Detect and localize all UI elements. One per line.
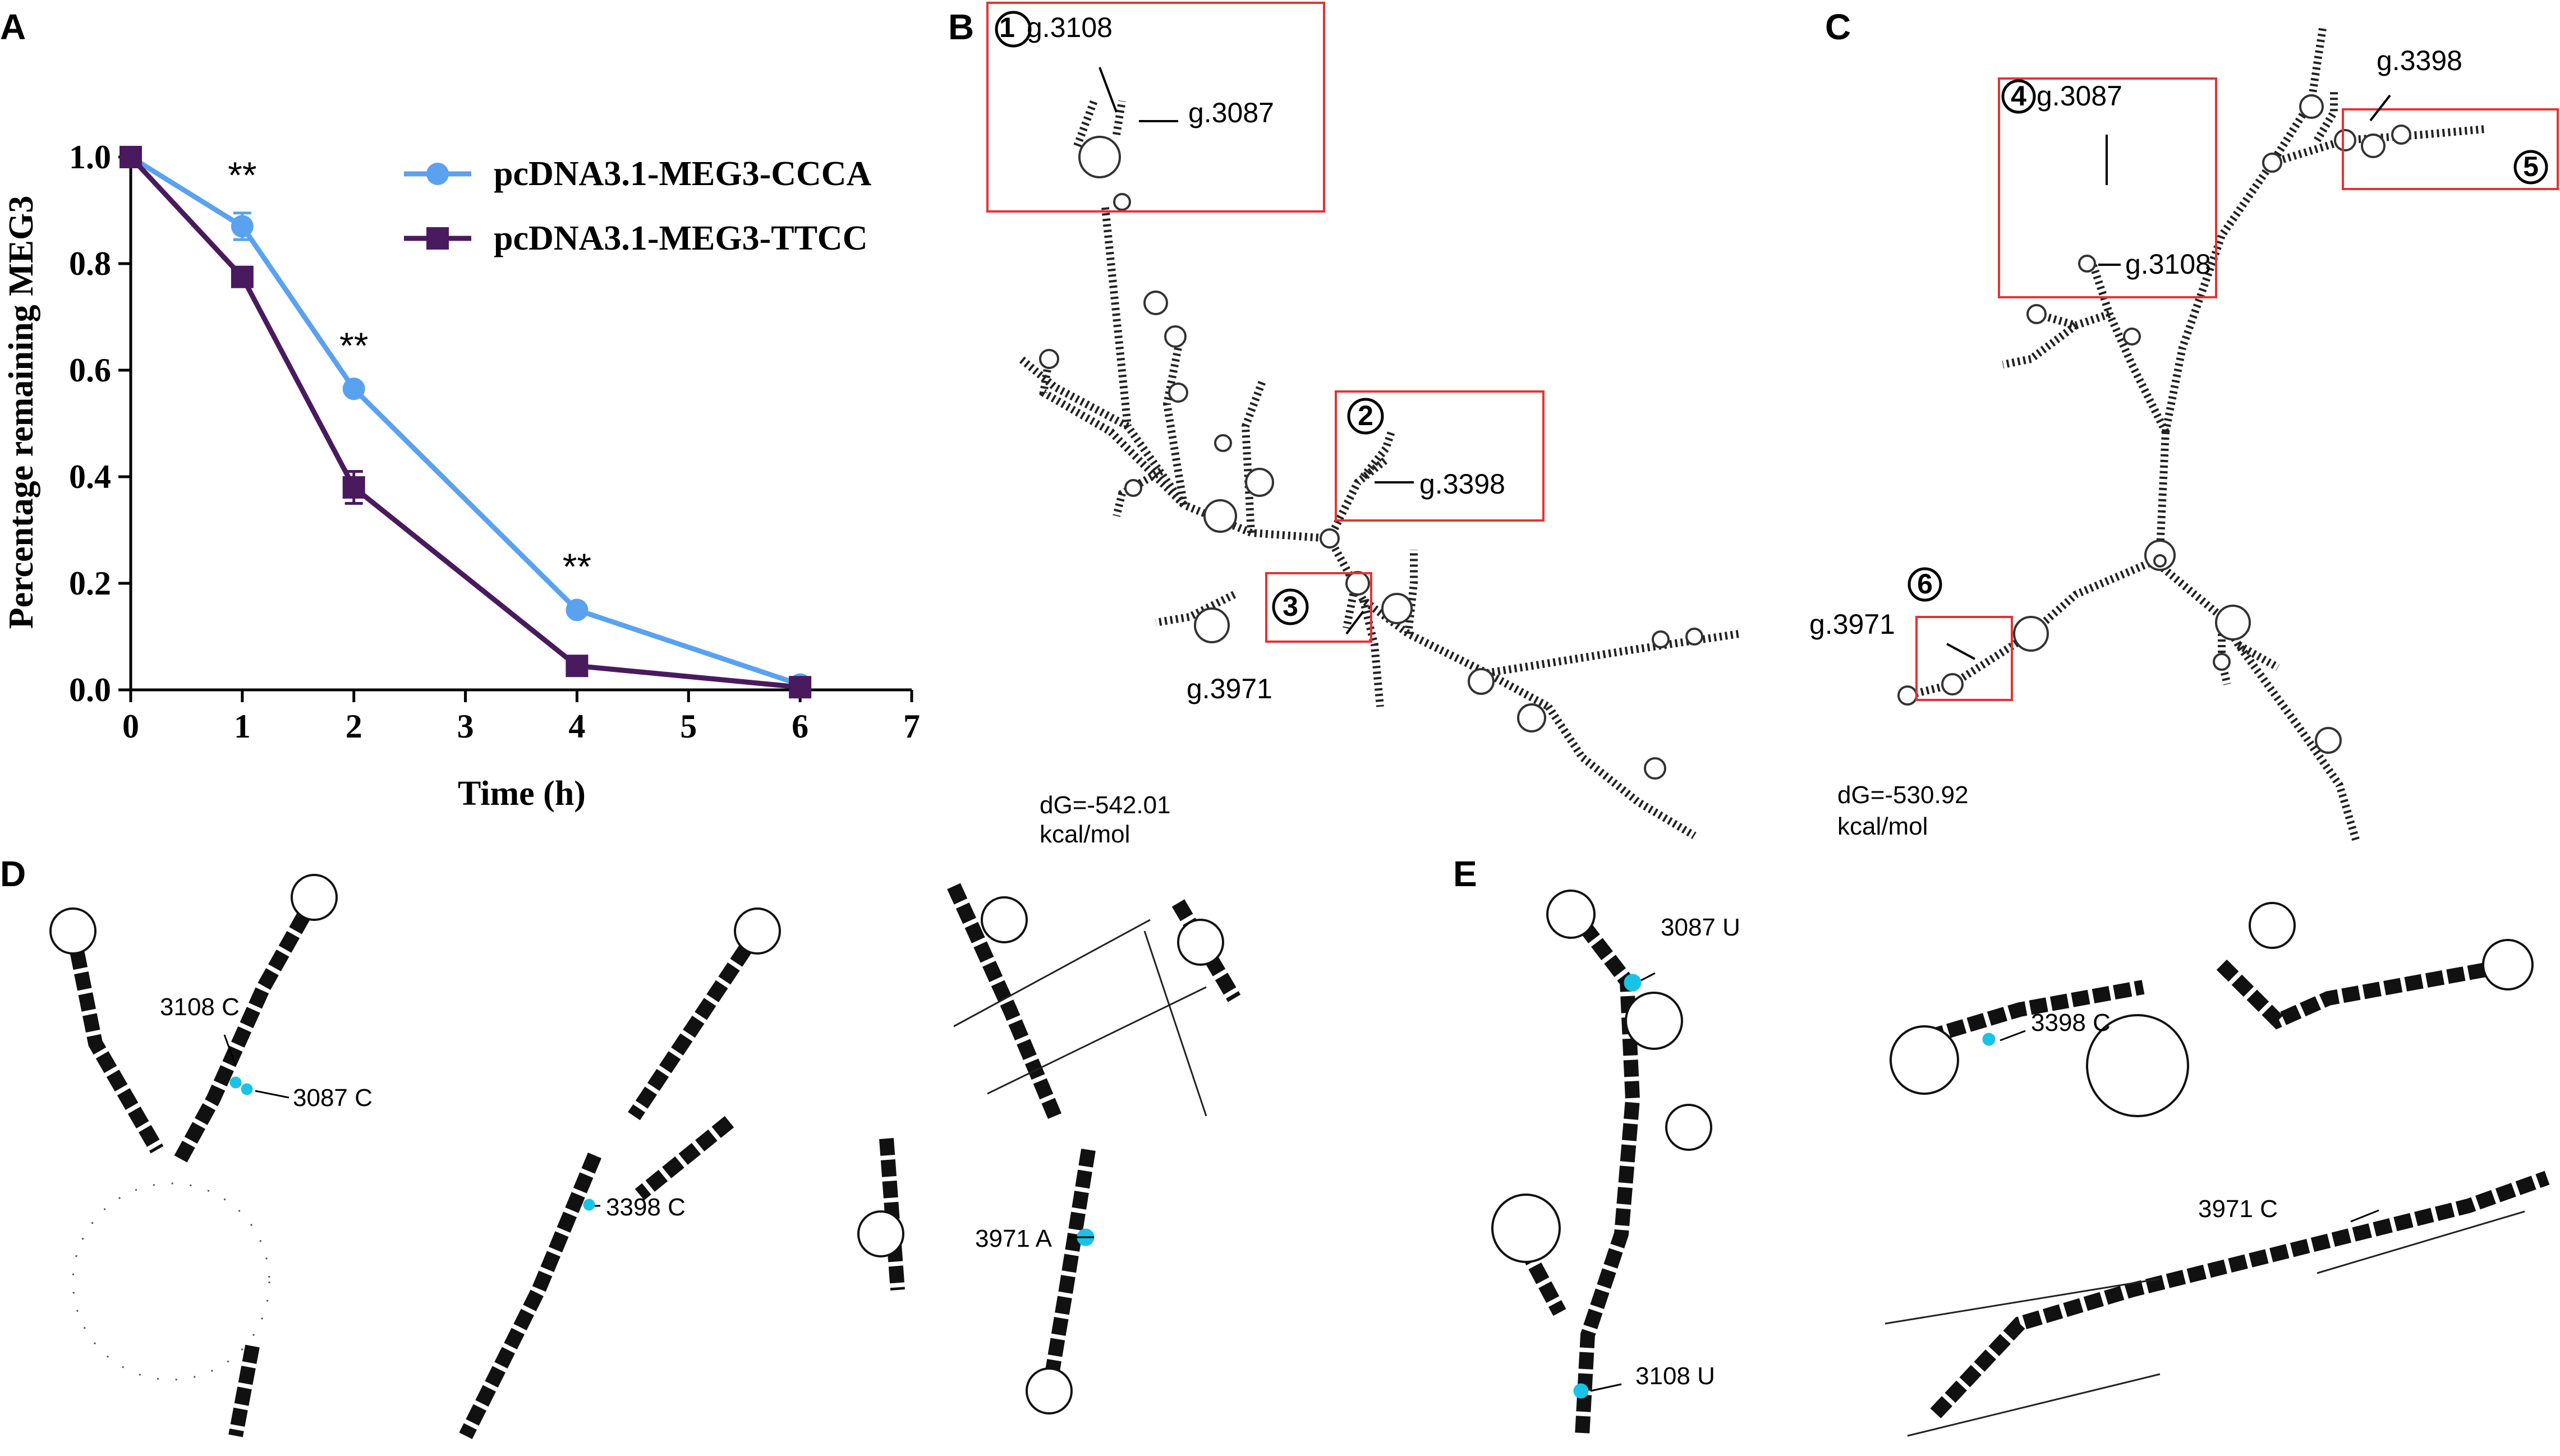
highlight-box-2 [1335, 390, 1545, 522]
significance-label: ** [228, 154, 256, 196]
panel-label-a: A [0, 7, 26, 47]
y-tick-label: 0.4 [69, 458, 111, 495]
series-2 [120, 146, 812, 699]
data-point [120, 146, 142, 168]
annot-d-3108: 3108 C [160, 993, 240, 1021]
marker-5: 5 [2523, 151, 2539, 182]
marker-1: 1 [999, 12, 1015, 43]
panel-d: D [0, 854, 1241, 1439]
x-tick-label: 4 [568, 708, 585, 745]
annot-e-3398: 3398 C [2031, 1009, 2111, 1036]
panel-e: E [1453, 854, 2550, 1437]
marker-3: 3 [1283, 591, 1298, 622]
annot-c-3971: g.3971 [1809, 609, 1895, 640]
annot-e-3971: 3971 C [2198, 1195, 2278, 1223]
decay-line-chart: Percentage remaining MEG3 Time (h) 0.00.… [2, 139, 920, 813]
annot-c-3087: g.3087 [2037, 80, 2122, 112]
panel-label-e: E [1453, 854, 1477, 894]
y-tick-label: 0.0 [69, 671, 111, 708]
highlight-box-1 [986, 2, 1325, 213]
panel-c: C [1809, 7, 2559, 843]
marker-2: 2 [1358, 400, 1373, 431]
legend-marker [426, 227, 449, 250]
data-point [231, 265, 254, 288]
annot-d-3087: 3087 C [293, 1084, 373, 1112]
y-tick-label: 0.6 [69, 352, 111, 389]
annot-e-3108: 3108 U [1635, 1362, 1715, 1390]
highlight-box-5 [2342, 108, 2559, 190]
annot-b-3087: g.3087 [1188, 97, 1274, 128]
data-point [342, 377, 365, 400]
data-point [789, 676, 812, 699]
annot-b-3971: g.3971 [1187, 673, 1272, 704]
rna-structure-c [1897, 27, 2559, 843]
rna-zoom-d [49, 874, 1241, 1439]
annot-d-3398: 3398 C [606, 1194, 686, 1221]
legend-label: pcDNA3.1-MEG3-TTCC [494, 219, 867, 257]
legend-item-2: pcDNA3.1-MEG3-TTCC [404, 219, 867, 257]
x-tick-label: 7 [903, 708, 920, 745]
panel-label-d: D [0, 854, 26, 894]
panel-label-b: B [948, 7, 974, 47]
marker-4: 4 [2011, 80, 2026, 112]
highlight-box-6 [1915, 616, 2013, 701]
x-tick-label: 1 [234, 708, 251, 745]
marker-6: 6 [1917, 568, 1933, 600]
highlight-box-4 [1998, 77, 2217, 298]
annot-e-3087: 3087 U [1661, 914, 1740, 941]
data-point [566, 598, 589, 621]
legend: pcDNA3.1-MEG3-CCCA pcDNA3.1-MEG3-TTCC [404, 155, 872, 257]
x-tick-label: 6 [792, 708, 808, 745]
energy-c-line1: dG=-530.92 [1837, 781, 1969, 809]
annot-b-3108: g.3108 [1027, 12, 1113, 43]
x-tick-label: 3 [457, 708, 474, 745]
series-group [120, 146, 812, 699]
y-tick-label: 0.2 [69, 565, 111, 602]
y-tick-label: 1.0 [69, 139, 111, 176]
data-point [342, 476, 365, 499]
significance-label: ** [563, 546, 591, 587]
highlight-box-3 [1265, 572, 1372, 643]
panel-label-c: C [1825, 7, 1851, 47]
energy-d-line1: dG=-542.01 [1040, 791, 1171, 819]
annot-c-3108: g.3108 [2125, 248, 2211, 280]
significance-markers: ** ** ** [228, 154, 591, 587]
axes [129, 151, 912, 692]
annot-b-3398: g.3398 [1419, 468, 1505, 500]
data-point [566, 655, 589, 678]
panel-b: B [948, 2, 1740, 848]
x-axis-label: Time (h) [458, 775, 586, 813]
x-tick-label: 5 [680, 708, 697, 745]
energy-d-line2: kcal/mol [1040, 821, 1130, 848]
significance-label: ** [339, 325, 368, 366]
annot-d-3971: 3971 A [975, 1225, 1053, 1252]
y-axis-label: Percentage remaining MEG3 [2, 196, 40, 629]
data-point [231, 215, 254, 238]
y-tick-label: 0.8 [69, 245, 111, 282]
annot-c-3398: g.3398 [2377, 45, 2462, 76]
legend-item-1: pcDNA3.1-MEG3-CCCA [404, 155, 872, 193]
legend-label: pcDNA3.1-MEG3-CCCA [494, 155, 872, 193]
legend-marker [426, 163, 449, 185]
rna-structure-b [986, 2, 1740, 840]
panel-a: A Percentage remaining MEG3 Time (h) 0.0… [0, 7, 920, 813]
x-ticks: 0 1 2 3 4 5 6 7 [122, 690, 920, 745]
rna-zoom-e [1491, 890, 2550, 1437]
y-ticks: 0.0 0.2 0.4 0.6 0.8 1.0 [69, 139, 131, 708]
x-tick-label: 2 [346, 708, 362, 745]
x-tick-label: 0 [122, 708, 139, 745]
energy-c-line2: kcal/mol [1837, 813, 1928, 840]
